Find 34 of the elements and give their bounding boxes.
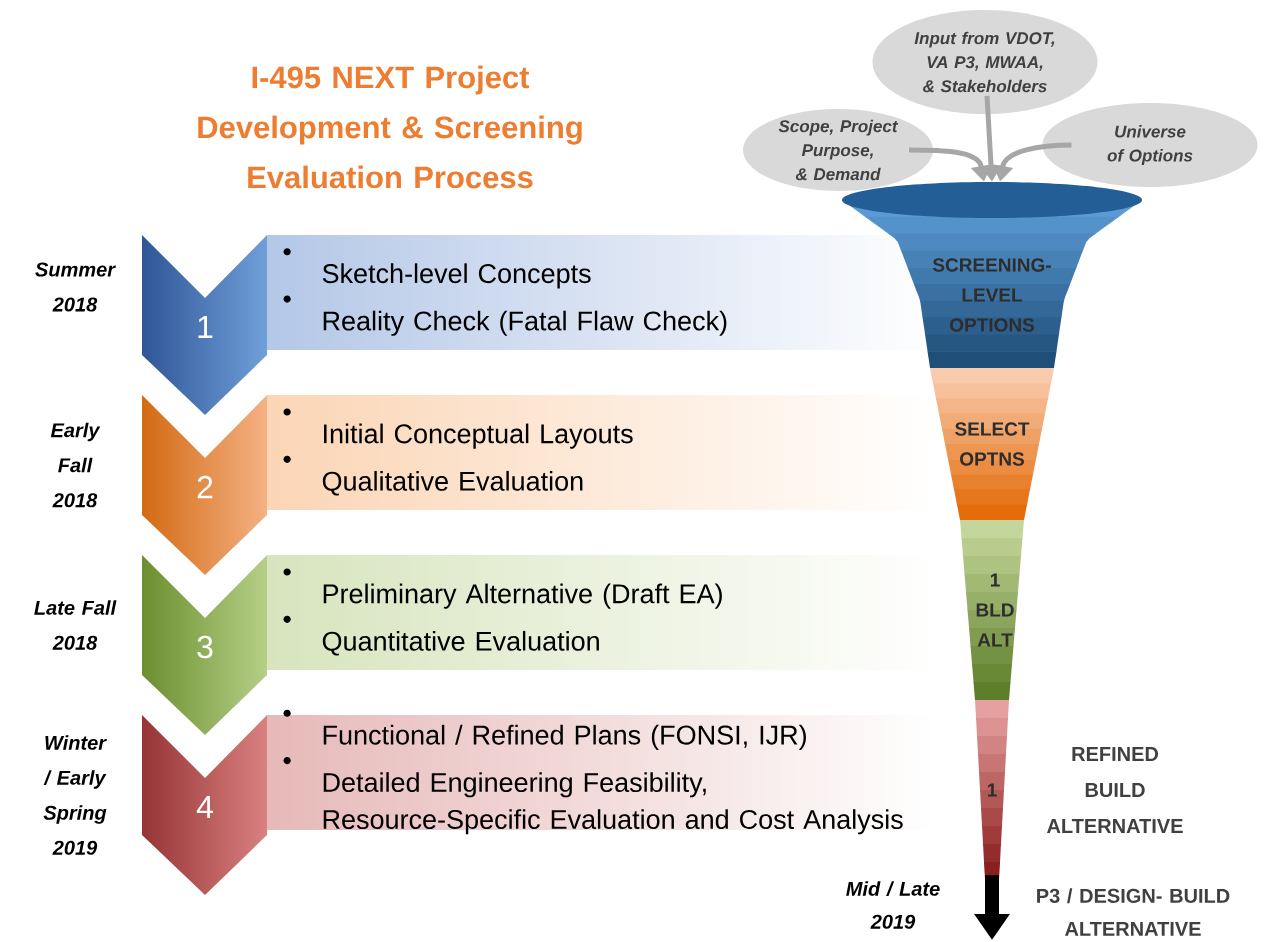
- chevron: 3: [197, 635, 213, 659]
- node-label: SELECT OPTNS: [955, 422, 1030, 466]
- node-label: Quantitative Evaluation: [322, 630, 599, 656]
- stage-label: Mid / Late 2019: [846, 881, 940, 929]
- season-label: Late Fall 2018: [34, 600, 117, 650]
- node-label: 1 BLD ALT: [976, 573, 1014, 647]
- funnel-section: SELECT OPTNS: [930, 368, 1054, 520]
- cloud: Universe of Options: [1042, 103, 1258, 187]
- node-label: Qualitative Evaluation: [322, 470, 583, 496]
- funnel-section: 1: [975, 700, 1009, 880]
- band: Functional / Refined Plans (FONSI, IJR) Detailed Engineering Feasibility, Resource-Specific Evaluation and Cost Analysis: [283, 709, 903, 835]
- season-label: Winter / Early Spring 2019: [43, 735, 107, 855]
- cloud: Scope, Project Purpose, & Demand: [743, 109, 933, 191]
- funnel-section: 1 BLD ALT: [960, 520, 1024, 700]
- chevron: 1: [198, 316, 213, 338]
- band: Initial Conceptual Layouts Qualitative Evaluation: [283, 408, 633, 496]
- node-label: Sketch-level Concepts: [322, 263, 591, 289]
- cloud: Input from VDOT, VA P3, MWAA, & Stakeholders: [872, 10, 1098, 114]
- side-label: REFINED BUILD ALTERNATIVE: [1047, 747, 1183, 833]
- stage-label: P3 / DESIGN- BUILD ALTERNATIVE: [1037, 888, 1230, 936]
- band: Sketch-level Concepts Reality Check (Fatal Flaw Check): [283, 248, 727, 336]
- season-label: Early Fall 2018: [50, 422, 101, 508]
- node-label: Functional / Refined Plans (FONSI, IJR): [323, 724, 806, 750]
- chevron: 4: [196, 796, 213, 818]
- season-label: Summer 2018: [35, 262, 116, 312]
- chevron: 2: [197, 475, 213, 499]
- title: I-495 NEXT Project Development & Screening Evaluation Process: [198, 65, 582, 189]
- band: Preliminary Alternative (Draft EA) Quantitative Evaluation: [283, 568, 722, 656]
- node-label: Reality Check (Fatal Flaw Check): [323, 310, 727, 336]
- node-label: SCREENING- LEVEL OPTIONS: [932, 258, 1051, 332]
- node-label: Detailed Engineering Feasibility, Resource-Specific Evaluation and Cost Analysis: [323, 772, 903, 835]
- node-label: Initial Conceptual Layouts: [324, 423, 633, 449]
- node-label: Preliminary Alternative (Draft EA): [323, 583, 722, 609]
- funnel-section: SCREENING- LEVEL OPTIONS: [842, 182, 1142, 368]
